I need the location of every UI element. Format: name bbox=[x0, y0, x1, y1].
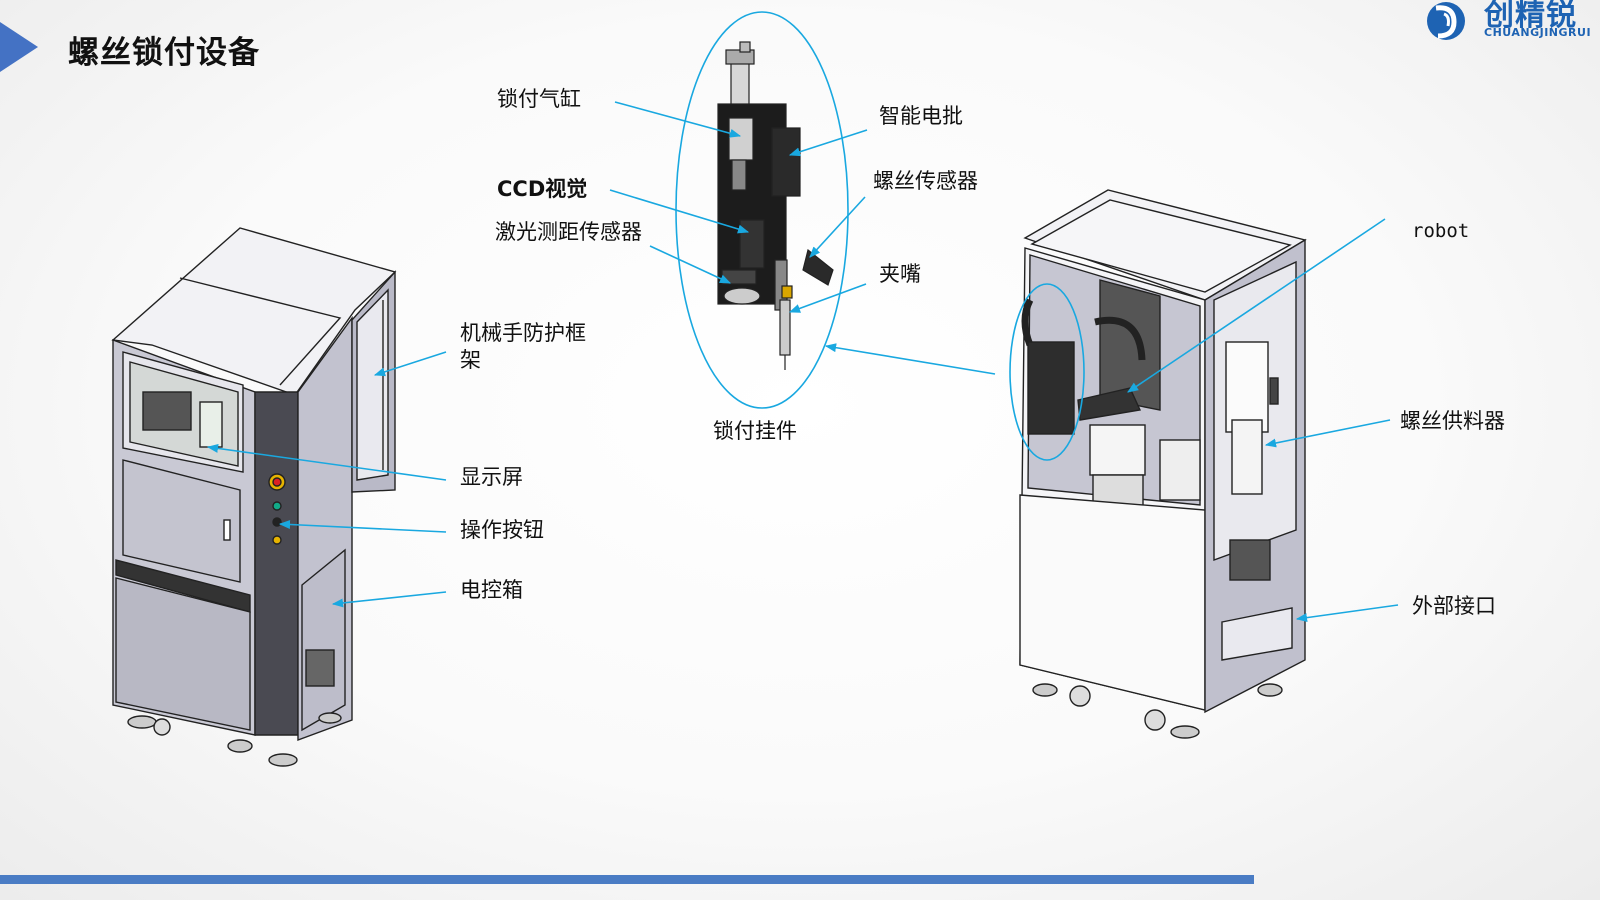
left-machine bbox=[111, 227, 397, 767]
label-screw-sensor: 螺丝传感器 bbox=[873, 169, 978, 193]
lock-attachment-module bbox=[675, 11, 849, 409]
label-control-box: 电控箱 bbox=[460, 578, 523, 602]
label-nozzle: 夹嘴 bbox=[879, 262, 921, 286]
logo-en-text: CHUANGJINGRUI bbox=[1484, 26, 1592, 39]
logo-mark-icon bbox=[1427, 2, 1465, 40]
label-ccd-vision: CCD视觉 bbox=[497, 177, 588, 201]
bottom-accent-bar bbox=[0, 875, 1254, 884]
logo-cn-text: 创精锐 bbox=[1484, 0, 1577, 33]
label-screw-feeder: 螺丝供料器 bbox=[1400, 409, 1505, 433]
label-robot: robot bbox=[1412, 220, 1470, 242]
company-logo: 创精锐 CHUANGJINGRUI bbox=[1420, 0, 1600, 46]
label-lock-cylinder: 锁付气缸 bbox=[497, 87, 581, 111]
label-robot-frame: 机械手防护框架 bbox=[460, 321, 586, 372]
label-lock-attachment: 锁付挂件 bbox=[713, 419, 797, 443]
label-laser-sensor: 激光测距传感器 bbox=[495, 220, 642, 244]
label-external-port: 外部接口 bbox=[1412, 594, 1496, 618]
leader-lines bbox=[206, 101, 1399, 623]
label-display: 显示屏 bbox=[460, 465, 523, 489]
page-title: 螺丝锁付设备 bbox=[68, 35, 260, 71]
label-smart-screwdriver: 智能电批 bbox=[879, 104, 963, 128]
right-machine bbox=[1009, 189, 1307, 739]
label-buttons: 操作按钮 bbox=[460, 518, 544, 542]
title-arrow-icon bbox=[0, 22, 38, 72]
